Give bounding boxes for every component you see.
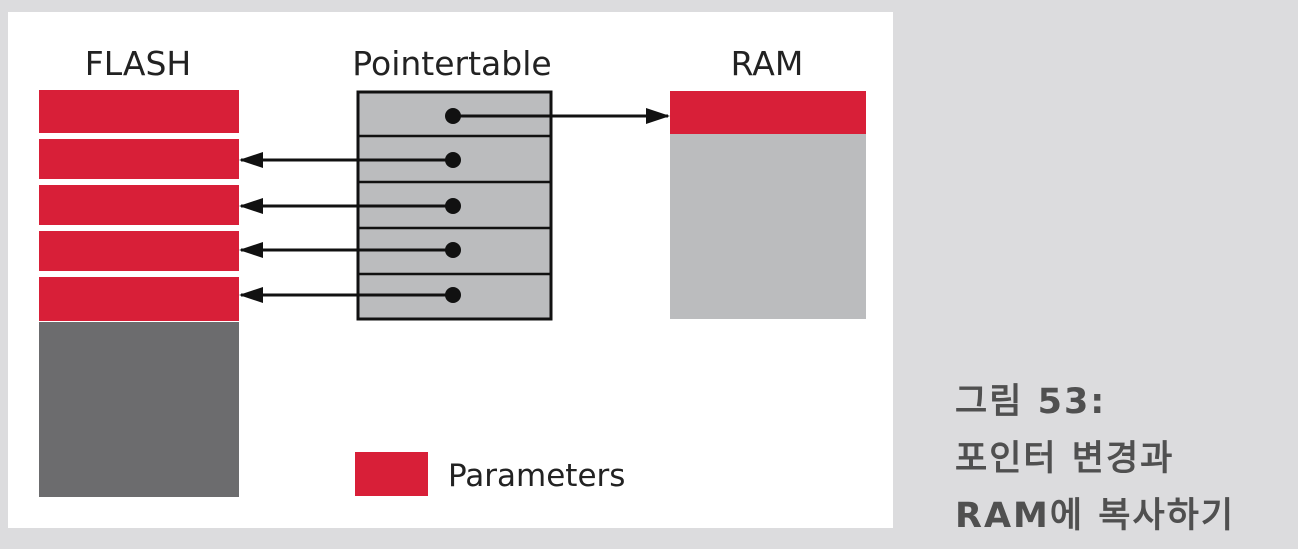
figure-caption: 그림 53: 포인터 변경과 RAM에 복사하기 <box>955 374 1295 545</box>
flash-parameter-block <box>39 185 239 225</box>
legend: Parameters <box>355 452 625 496</box>
caption-line: 그림 53: <box>955 382 1107 422</box>
caption-line: RAM에 복사하기 <box>955 496 1236 536</box>
ram-free-area <box>670 134 866 319</box>
flash-parameter-block <box>39 231 239 271</box>
pointer-dot <box>445 242 461 258</box>
pointer-arrows <box>239 108 670 303</box>
pointer-dot <box>445 152 461 168</box>
flash-parameter-block <box>39 277 239 321</box>
caption-line: 포인터 변경과 <box>955 439 1175 479</box>
pointer-dot <box>445 108 461 124</box>
ram-memory <box>670 91 866 319</box>
legend-label: Parameters <box>448 458 625 494</box>
flash-parameter-block <box>39 139 239 179</box>
flash-parameter-block <box>39 90 239 133</box>
ram-parameter-block <box>670 91 866 134</box>
pointer-diagram: FLASH Pointertable RAM <box>39 44 866 497</box>
flash-memory <box>39 90 239 497</box>
pointer-dot <box>445 198 461 214</box>
pointertable-label: Pointertable <box>352 44 551 83</box>
ram-label: RAM <box>731 44 804 83</box>
pointer-dot <box>445 287 461 303</box>
flash-label: FLASH <box>85 44 191 83</box>
legend-swatch <box>355 452 428 496</box>
diagram-panel: FLASH Pointertable RAM <box>8 12 893 528</box>
flash-free-area <box>39 322 239 497</box>
